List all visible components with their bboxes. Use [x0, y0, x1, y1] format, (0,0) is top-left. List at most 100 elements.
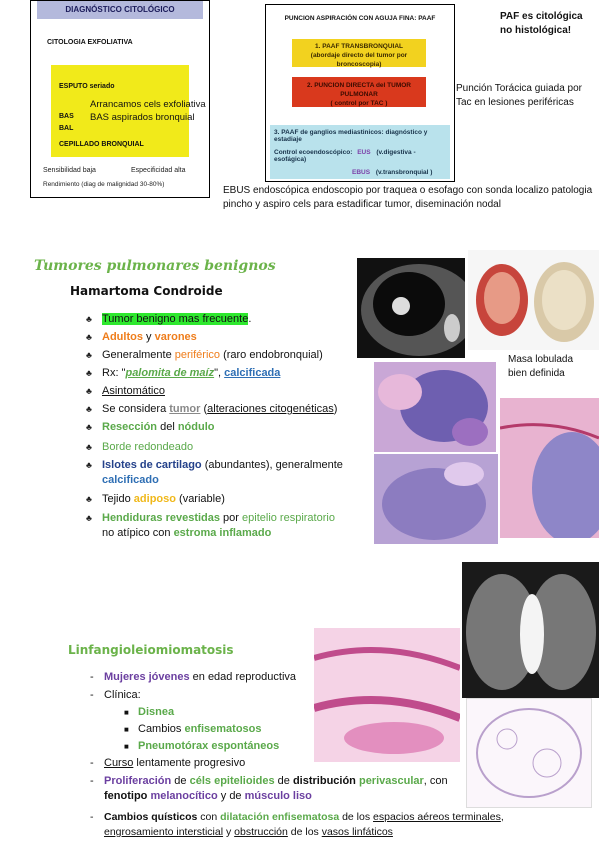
dash-icon: -: [90, 811, 94, 823]
club-icon: ♣: [86, 368, 92, 378]
bullet-item: ♣ Generalmente periférico (raro endobronq…: [86, 348, 323, 363]
paf-note: PAF es citológica no histológica!: [500, 10, 583, 38]
text: Resección: [102, 421, 158, 433]
dash-icon: -: [90, 775, 94, 787]
lam-item: -Clínica:: [90, 688, 141, 703]
eus-row: Control ecoendoscópico: EUS (v.digestiva…: [274, 149, 446, 163]
club-icon: ♣: [86, 332, 92, 342]
histology-image-3: [374, 454, 498, 544]
section-title-tumores: Tumores pulmonares benignos: [34, 258, 276, 274]
caption-line: Masa lobulada: [508, 354, 574, 365]
club-icon: ♣: [86, 494, 92, 504]
text: tumor: [169, 403, 201, 415]
puncion-note: Punción Torácica guiada por Tac en lesio…: [456, 83, 583, 108]
text: varones: [154, 331, 197, 343]
text: Proliferación: [104, 775, 172, 787]
lam-subitem: ■Disnea: [124, 705, 174, 720]
lam-item: -Mujeres jóvenes en edad reproductiva: [90, 670, 296, 685]
text: (raro endobronquial): [220, 349, 323, 361]
club-icon: ♣: [86, 314, 92, 324]
specificity-label: Especificidad alta: [131, 167, 186, 174]
text: Adultos: [102, 331, 143, 343]
text: Asintomático: [102, 385, 165, 397]
club-icon: ♣: [86, 350, 92, 360]
bullet-item: ♣Asintomático: [86, 384, 165, 399]
ebus-row: EBUS (v.transbronquial ): [352, 169, 446, 176]
text: ",: [214, 367, 225, 379]
text: nódulo: [177, 421, 215, 433]
bas-label: BAS: [59, 113, 74, 120]
text: Tumor benigno mas frecuente: [102, 313, 249, 325]
specimen-caption: Masa lobulada bien definida: [508, 353, 573, 381]
club-icon: ♣: [86, 460, 92, 470]
bullet-item: ♣Adultos y varones: [86, 330, 197, 345]
lam-subitem: ■Pneumotórax espontáneos: [124, 739, 279, 754]
bullet-item: ♣Resección del nódulo: [86, 420, 214, 435]
ebus-desc: (v.transbronquial ): [375, 169, 433, 176]
text: Islotes de cartilago: [102, 459, 202, 471]
dash-icon: -: [90, 757, 94, 769]
lam-item: -Cambios quísticos con dilatación enfise…: [90, 810, 570, 840]
lam-section-image: [466, 698, 592, 808]
histology-drawing: [500, 423, 599, 538]
text: .: [248, 313, 252, 325]
text: Generalmente: [102, 349, 175, 361]
text: de los: [339, 811, 374, 823]
lam-section-drawing: [476, 708, 582, 798]
text: Clínica:: [104, 689, 141, 701]
bullet-item: ♣Islotes de cartilago (abundantes), gene…: [86, 458, 343, 488]
bullet-item: ♣Se considera tumor (alteraciones citoge…: [86, 402, 337, 417]
text: obstrucción: [234, 826, 288, 838]
club-icon: ♣: [86, 404, 92, 414]
histology-image-2: [500, 398, 599, 538]
text: Cambios quísticos: [104, 811, 198, 823]
paaf-item-heading: 3. PAAF de ganglios mediastinicos: diagn…: [274, 129, 428, 143]
square-bullet-icon: ■: [124, 708, 129, 717]
text: calcificado: [102, 474, 159, 486]
text: y: [223, 826, 235, 838]
paaf-diagram: PUNCION ASPIRACIÓN CON AGUJA FINA: PAAF …: [265, 4, 455, 182]
paaf-item-transbronquial: 1. PAAF TRANSBRONQUIAL (abordaje directo…: [292, 39, 426, 68]
text: no atípico con: [102, 527, 174, 539]
note-line: no histológica!: [500, 25, 572, 36]
bullet-item: ♣ Tumor benigno mas frecuente.: [86, 312, 251, 327]
bullet-item: ♣Borde redondeado: [86, 440, 193, 455]
note-line: PAF es citológica: [500, 11, 583, 22]
text: espacios aéreos terminales: [373, 811, 501, 823]
exfoliative-label: CITOLOGIA EXFOLIATIVA: [47, 39, 133, 46]
text: con: [197, 811, 221, 823]
text: por: [220, 512, 243, 524]
text: de: [274, 775, 293, 787]
text: , con: [423, 775, 448, 787]
text: Borde redondeado: [102, 441, 194, 453]
club-icon: ♣: [86, 422, 92, 432]
ebus-label: EBUS: [352, 169, 371, 176]
text: periférico: [174, 349, 221, 361]
text: en edad reproductiva: [189, 671, 297, 683]
text: Rx: ": [102, 367, 126, 379]
text: Hendiduras revestidas: [102, 512, 220, 524]
lam-histology-image: [314, 628, 460, 762]
eus-desc: (v.digestiva - esofágica): [274, 149, 416, 163]
cytology-annotation: Arrancamos cels exfoliativa BAS aspirado…: [90, 98, 206, 124]
bal-label: BAL: [59, 125, 74, 132]
club-icon: ♣: [86, 513, 92, 523]
paaf-item-heading: 2. PUNCION DIRECTA del TUMOR PULMONAR: [306, 82, 411, 98]
histology-drawing: [378, 370, 488, 446]
paaf-item-sub: (abordaje directo del tumor por broncosc…: [310, 52, 408, 68]
paaf-title: PUNCION ASPIRACIÓN CON AGUJA FINA: PAAF: [284, 15, 436, 22]
text: vasos linfáticos: [321, 826, 393, 838]
cytology-title: DIAGNÓSTICO CITOLÓGICO: [37, 1, 203, 19]
yield-label: Rendimiento (diag de malignidad 30-80%): [43, 181, 165, 188]
histology-image: [374, 362, 496, 452]
text: alteraciones citogenéticas: [207, 403, 334, 415]
ebus-note: EBUS endoscópica endoscopio por traquea …: [223, 185, 593, 210]
text: (variable): [175, 493, 225, 505]
lam-histology-drawing: [314, 647, 460, 754]
text: epitelio respiratorio: [242, 512, 335, 524]
bullet-item: ♣Rx: "palomita de maíz", calcificada: [86, 366, 280, 381]
paaf-item-ganglios: 3. PAAF de ganglios mediastinicos: diagn…: [270, 125, 450, 179]
text: lentamente progresivo: [133, 757, 246, 769]
text: engrosamiento intersticial: [104, 826, 224, 838]
text: Se considera: [102, 403, 170, 415]
